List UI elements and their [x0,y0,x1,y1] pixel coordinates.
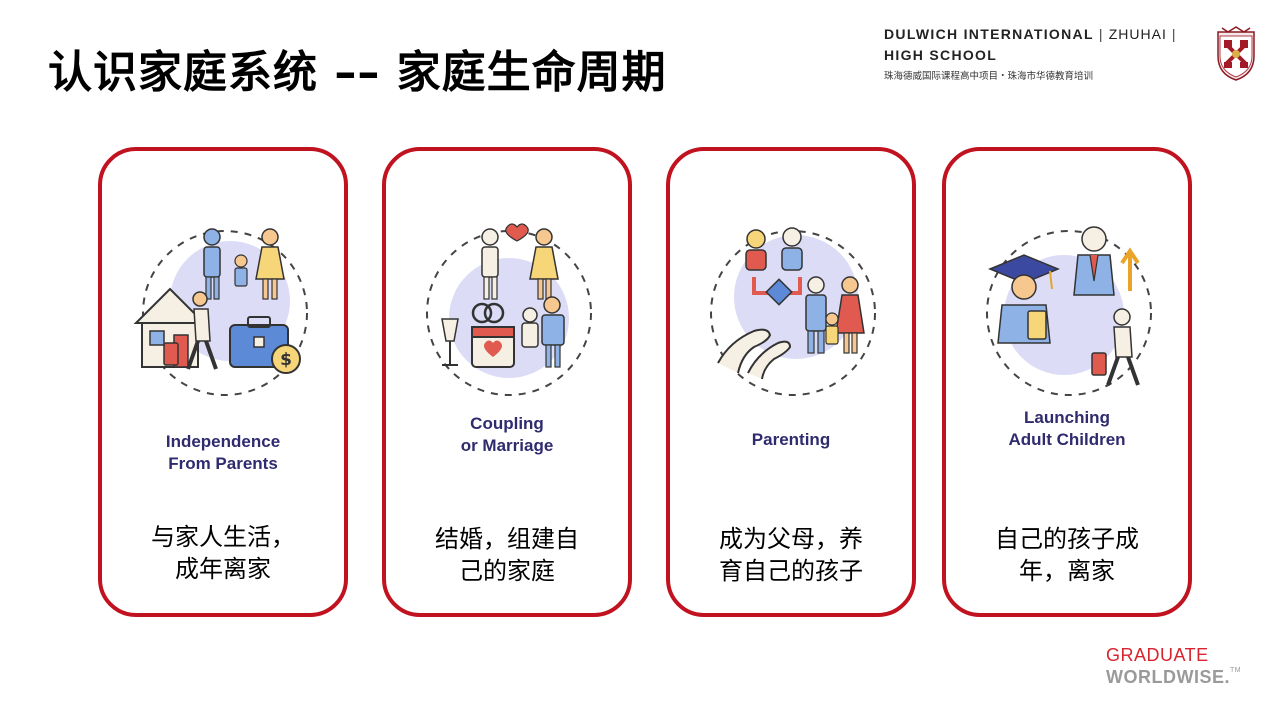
school-separator-left: | [1098,26,1104,42]
stage-card-coupling: Coupling or Marriage 结婚，组建自 己的家庭 [382,147,632,617]
school-separator-right: | [1171,26,1177,42]
stage-label: Coupling or Marriage [460,414,554,455]
graduate-worldwise-logo: GRADUATE WORLDWISE.TM [1106,645,1241,688]
brand-line2-text: WORLDWISE. [1106,667,1230,687]
slide-title: 认识家庭系统 –– 家庭生命周期 [48,47,667,98]
stage-card-parenting: Parenting 成为父母，养 育自己的孩子 [666,147,916,617]
stage-label: Parenting [751,430,831,449]
school-name-line1: DULWICH INTERNATIONAL | ZHUHAI | [884,26,1184,42]
graduate-launching-icon [986,226,1152,396]
stage-description: 与家人生活， 成年离家 [151,523,295,583]
stage-label: Launching Adult Children [1008,408,1126,449]
parents-with-child-icon [710,227,876,396]
trademark: TM [1230,667,1242,674]
school-name: DULWICH INTERNATIONAL [884,26,1094,42]
school-city: ZHUHAI [1108,26,1167,42]
school-tagline: 珠海德威国际课程高中项目・珠海市华德教育培训 [884,71,1094,82]
svg-text:$: $ [280,350,292,370]
brand-line1: GRADUATE [1106,645,1209,665]
stage-label: Independence From Parents [165,432,281,473]
couple-wedding-icon [426,223,592,396]
brand-line2: WORLDWISE.TM [1106,667,1241,688]
stage-description: 自己的孩子成 年，离家 [995,525,1139,585]
stage-card-launching: Launching Adult Children 自己的孩子成 年，离家 [942,147,1192,617]
school-crest-icon [1217,26,1255,81]
family-leaving-home-icon: $ [133,228,308,396]
stage-description: 成为父母，养 育自己的孩子 [719,525,863,585]
stage-description: 结婚，组建自 己的家庭 [435,525,579,585]
stage-card-independence: $ Independence From Parents 与家人生活， 成年离家 [98,147,348,617]
school-logo: DULWICH INTERNATIONAL | ZHUHAI | HIGH SC… [884,26,1184,82]
school-name-line2: HIGH SCHOOL [884,47,998,63]
